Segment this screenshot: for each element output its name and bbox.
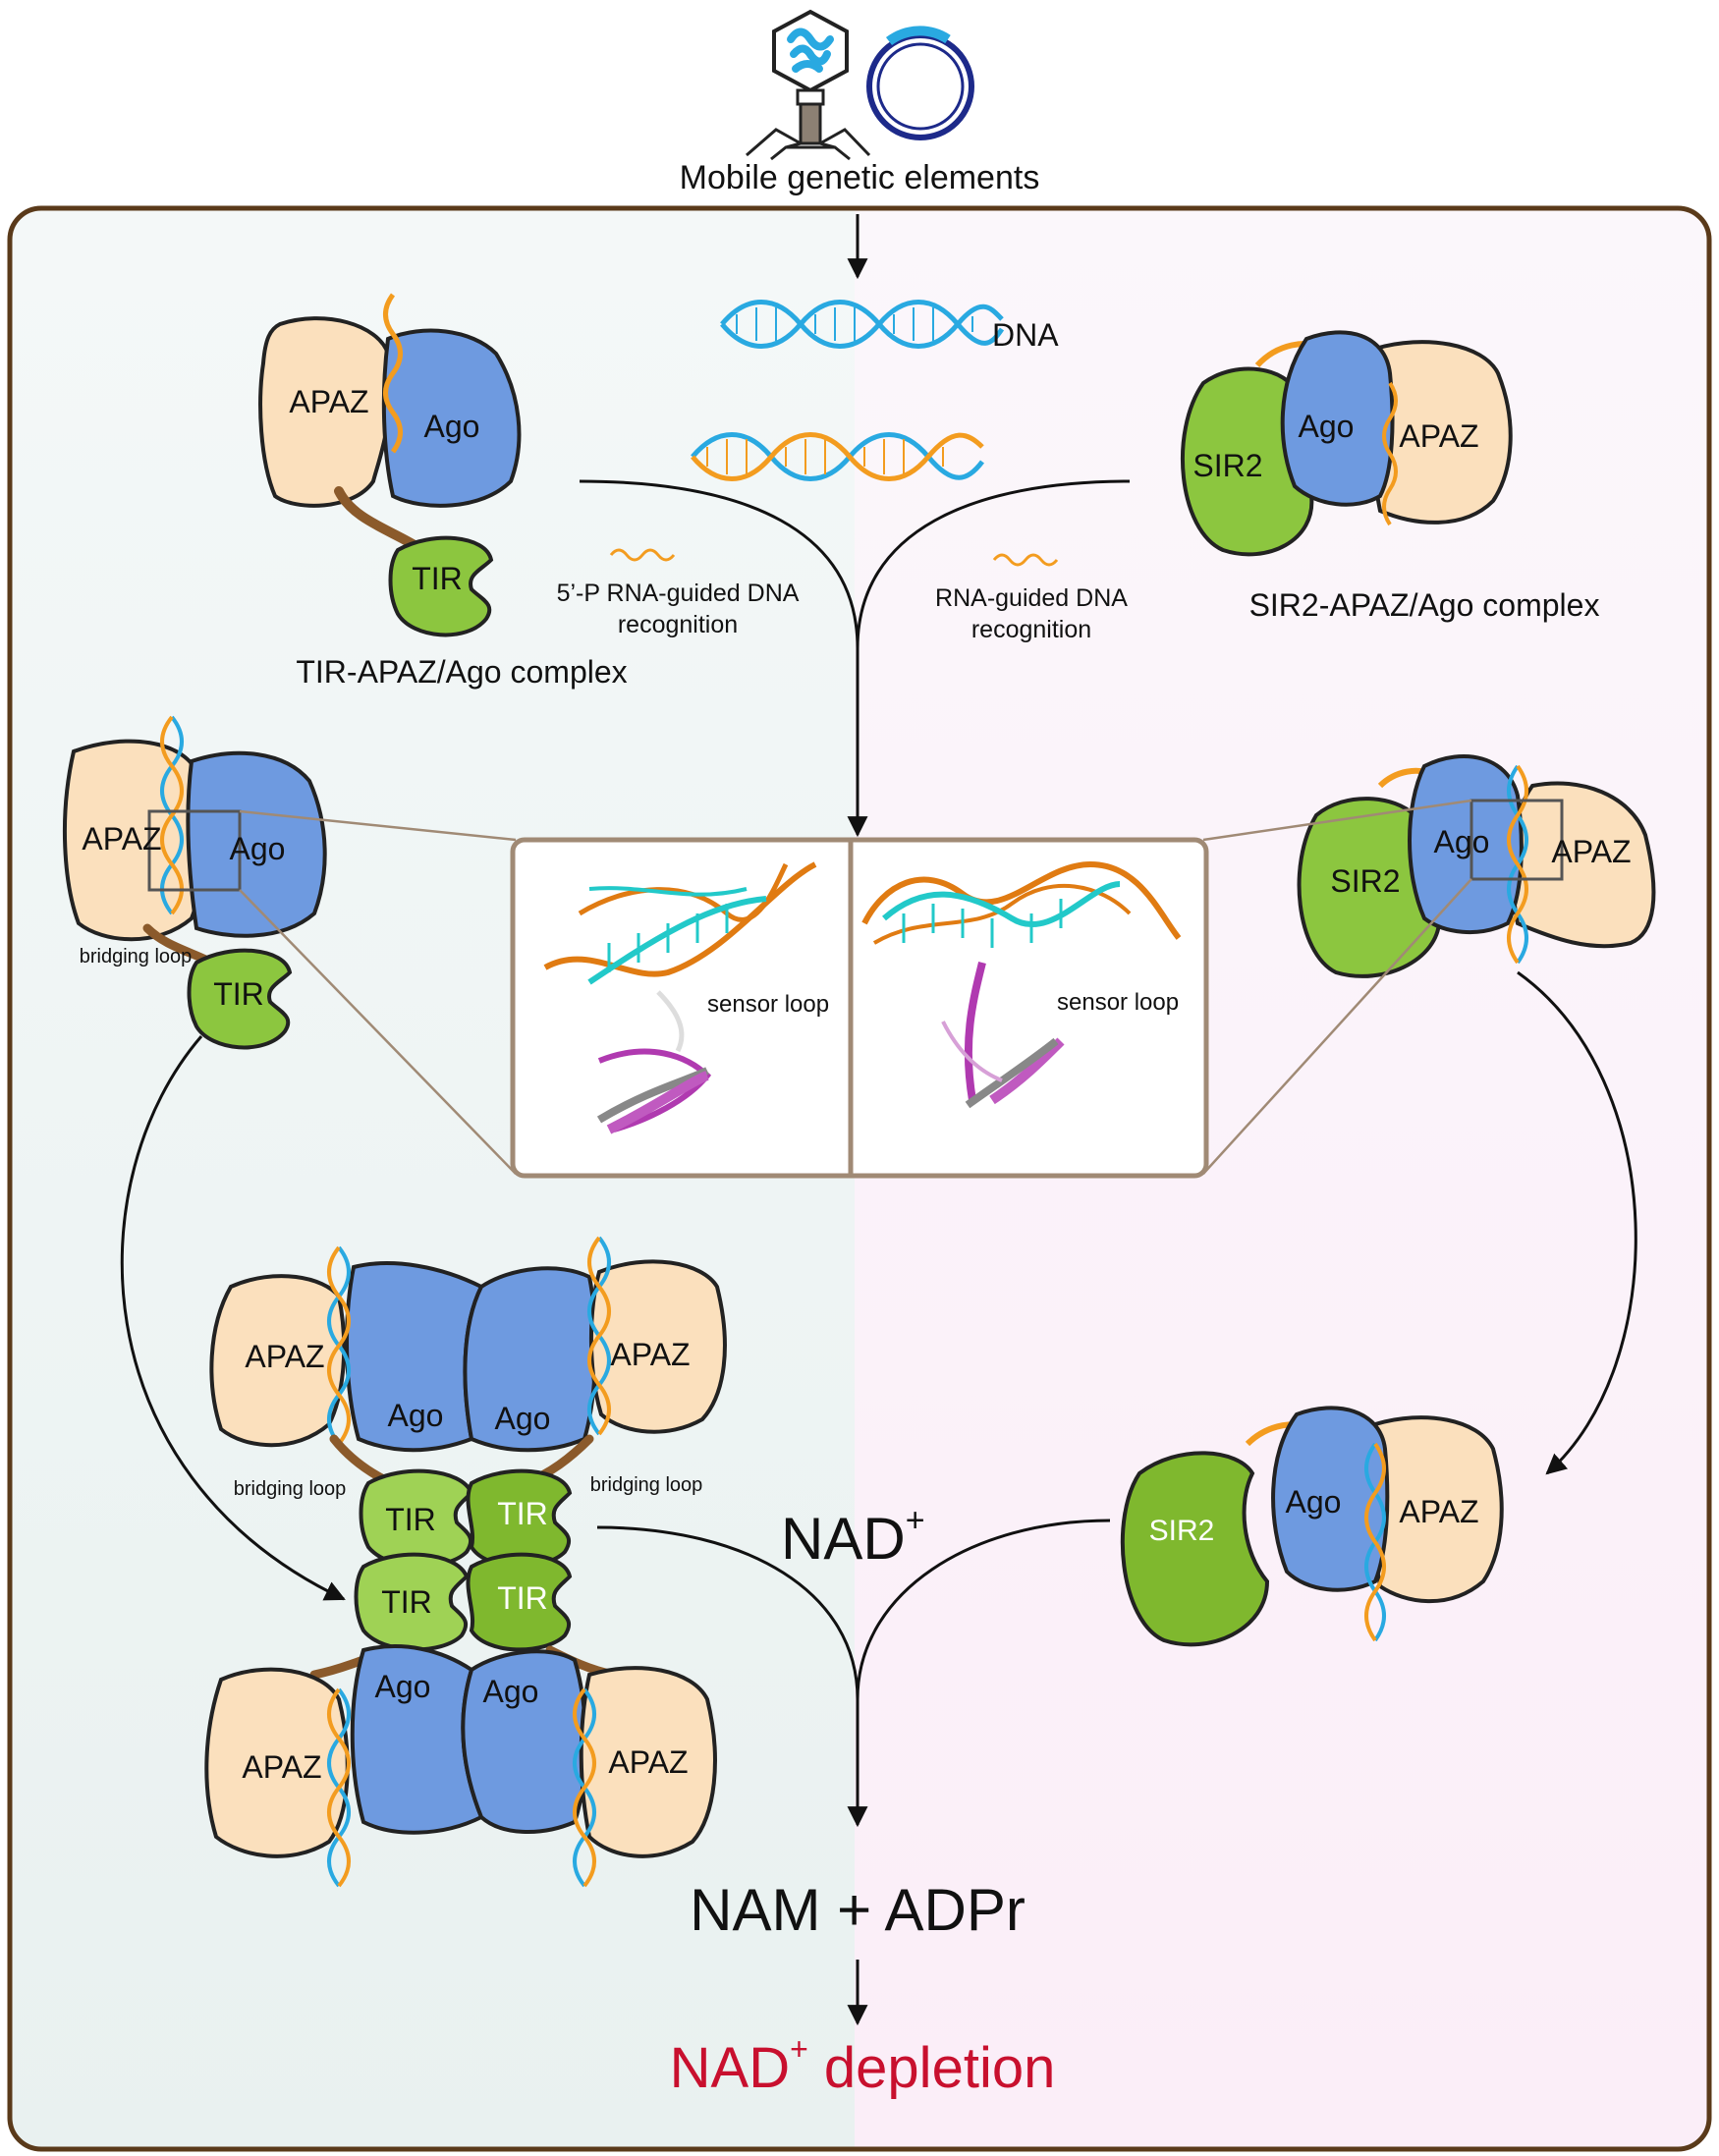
mid-left-tir-label: TIR bbox=[213, 976, 264, 1012]
tetramer-tir-2: TIR bbox=[497, 1496, 548, 1531]
sir2-complex-dna-bound bbox=[1297, 754, 1656, 978]
mid-left-apaz-label: APAZ bbox=[82, 821, 161, 857]
tetramer-tir-1: TIR bbox=[385, 1502, 436, 1537]
tetramer-apaz-br: APAZ bbox=[608, 1744, 688, 1780]
recognition-left-line1: 5’-P RNA-guided DNA bbox=[557, 580, 800, 607]
guide-duplex bbox=[691, 432, 984, 481]
mid-right-apaz-label: APAZ bbox=[1551, 834, 1631, 869]
tetramer-bridging-loop-left: bridging loop bbox=[234, 1478, 347, 1500]
guide-rna bbox=[160, 715, 184, 915]
sensor-loop-label-right: sensor loop bbox=[1057, 989, 1179, 1016]
left-curved-arrow bbox=[120, 1035, 346, 1601]
zoom-box bbox=[147, 809, 242, 892]
mid-left-ago-label: Ago bbox=[230, 831, 286, 866]
sir2-domain bbox=[1180, 366, 1314, 557]
tetramer-tir-3: TIR bbox=[381, 1584, 432, 1620]
tir-domain bbox=[466, 1552, 573, 1652]
guide-rna-right bbox=[992, 553, 1059, 567]
structure-right bbox=[861, 860, 1182, 1109]
ago-domain bbox=[1280, 330, 1395, 507]
right-curved-arrow bbox=[1517, 970, 1637, 1475]
mobile-genetic-elements-label: Mobile genetic elements bbox=[680, 159, 1040, 196]
phage-icon bbox=[746, 9, 871, 161]
ago-domain bbox=[1271, 1406, 1390, 1592]
sir2-complex-active bbox=[1120, 1406, 1504, 1647]
products-label: NAM + ADPr bbox=[690, 1877, 1026, 1943]
tir-domain bbox=[466, 1468, 573, 1569]
guide-rna bbox=[1364, 1442, 1386, 1642]
converge-right bbox=[856, 479, 1131, 649]
converge-left bbox=[579, 479, 860, 649]
tir-complex-ago-label: Ago bbox=[424, 409, 480, 444]
active-ago-label: Ago bbox=[1286, 1484, 1342, 1520]
tir-complex-tir-label: TIR bbox=[412, 561, 463, 596]
tetramer-apaz-tl: APAZ bbox=[245, 1339, 324, 1374]
sir2-complex-ago-label: Ago bbox=[1299, 409, 1355, 444]
dna-label: DNA bbox=[992, 317, 1059, 353]
guide-rna bbox=[383, 293, 403, 454]
guide-rna bbox=[1382, 381, 1398, 526]
sir2-complex-sir2-label: SIR2 bbox=[1192, 448, 1262, 483]
mid-right-ago-label: Ago bbox=[1434, 824, 1490, 859]
tetramer-ago-br: Ago bbox=[483, 1674, 539, 1709]
tetramer-tir-4: TIR bbox=[497, 1580, 548, 1616]
tetramer-ago-tr: Ago bbox=[495, 1401, 551, 1436]
reaction-right bbox=[856, 1519, 1111, 1700]
tetramer-bridging-loop-right: bridging loop bbox=[590, 1474, 703, 1496]
nad-substrate: NAD+ bbox=[781, 1502, 925, 1572]
zoom-box bbox=[1469, 799, 1564, 881]
cell-membrane bbox=[7, 205, 1712, 2152]
tir-domain bbox=[359, 1468, 474, 1569]
active-apaz-label: APAZ bbox=[1399, 1494, 1478, 1529]
recognition-right-line2: recognition bbox=[971, 616, 1091, 643]
recognition-right-line1: RNA-guided DNA bbox=[935, 584, 1128, 612]
tir-domain bbox=[187, 948, 293, 1050]
mid-right-sir2-label: SIR2 bbox=[1330, 863, 1400, 899]
structure-left bbox=[543, 861, 817, 1134]
guide-rna-left bbox=[609, 548, 676, 562]
tetramer-ago-tl: Ago bbox=[388, 1398, 444, 1433]
plasmid-icon bbox=[866, 26, 974, 140]
dna-helix bbox=[720, 300, 1005, 349]
tir-tetramer-complex bbox=[204, 1236, 727, 1888]
tir-complex-apaz-label: APAZ bbox=[289, 384, 368, 419]
nad-depletion-label: NAD+ depletion bbox=[670, 2031, 1056, 2100]
zoom-lines bbox=[239, 799, 1472, 1175]
tir-domain bbox=[388, 535, 494, 637]
ago-domain bbox=[381, 328, 522, 508]
tir-complex-name: TIR-APAZ/Ago complex bbox=[296, 654, 627, 690]
structure-panel bbox=[510, 837, 1209, 1179]
apaz-domain bbox=[204, 1667, 350, 1858]
tir-domain bbox=[354, 1552, 470, 1652]
sir2-complex-name: SIR2-APAZ/Ago complex bbox=[1249, 587, 1600, 623]
tir-complex-dna-bound bbox=[62, 715, 327, 1050]
sir2-domain bbox=[1120, 1451, 1270, 1647]
recognition-left-line2: recognition bbox=[618, 611, 738, 638]
sir2-apaz-ago-complex bbox=[1180, 330, 1513, 557]
tetramer-ago-bl: Ago bbox=[375, 1669, 431, 1704]
sensor-loop-label-left: sensor loop bbox=[707, 991, 829, 1018]
active-sir2-label: SIR2 bbox=[1149, 1515, 1215, 1547]
tetramer-apaz-bl: APAZ bbox=[242, 1749, 321, 1785]
tetramer-apaz-tr: APAZ bbox=[610, 1337, 690, 1372]
mid-left-bridging-loop-label: bridging loop bbox=[80, 946, 193, 967]
reaction-left bbox=[596, 1525, 860, 1700]
apaz-domain bbox=[588, 1259, 727, 1434]
sir2-complex-apaz-label: APAZ bbox=[1399, 418, 1478, 454]
cell bbox=[7, 205, 1712, 2152]
tir-apaz-ago-complex bbox=[258, 293, 522, 637]
